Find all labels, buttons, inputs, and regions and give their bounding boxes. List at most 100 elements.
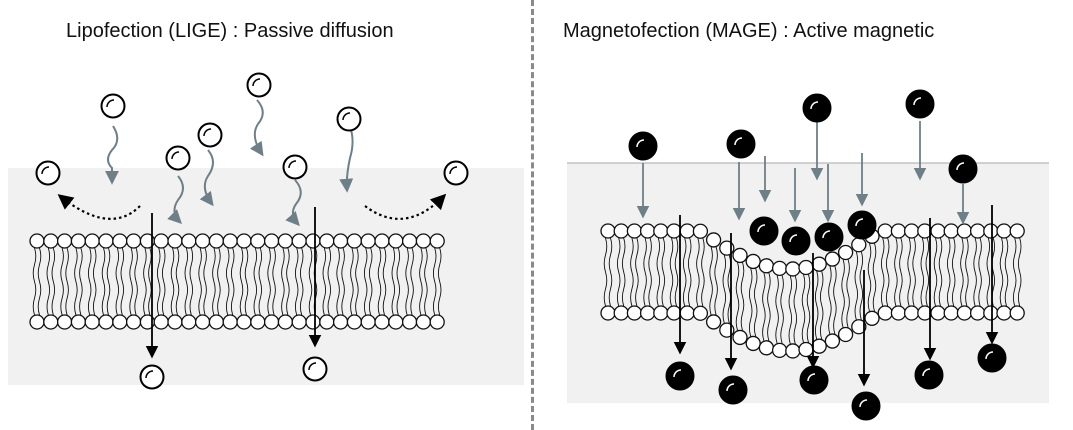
particle-highlight xyxy=(308,362,317,371)
magnetic-particle-icon xyxy=(905,89,935,119)
lipid-head xyxy=(679,305,695,321)
diffusion-arrow xyxy=(249,99,264,157)
magnetic-particle-icon xyxy=(718,375,748,405)
particle-body xyxy=(802,93,832,123)
lipid-head xyxy=(903,223,920,239)
lipid-head xyxy=(98,233,114,249)
lipid-tail xyxy=(60,247,64,316)
lipid-tail xyxy=(894,237,898,307)
lipid-tail xyxy=(253,247,258,316)
lipid-tail xyxy=(244,247,249,316)
lipid-tail xyxy=(912,237,916,307)
lipid-head xyxy=(263,314,280,330)
particle-body xyxy=(905,89,935,119)
particle-body xyxy=(718,375,748,405)
lipid-tail xyxy=(621,237,626,307)
particle-body xyxy=(100,93,126,119)
lipid-particle-icon xyxy=(336,106,362,132)
lipid-head xyxy=(112,314,128,330)
lipid-tail xyxy=(129,247,133,316)
lipid-particle-icon xyxy=(139,364,165,390)
lipid-head xyxy=(864,310,880,326)
lipid-head xyxy=(692,305,709,321)
lipid-head xyxy=(43,233,59,249)
lipid-head xyxy=(263,233,280,249)
particle-body xyxy=(948,154,978,184)
lipid-tail xyxy=(986,237,991,307)
lipid-tail xyxy=(841,259,845,328)
particle-body xyxy=(914,360,944,390)
lipid-head xyxy=(332,314,349,330)
particle-highlight xyxy=(41,166,50,175)
lipid-particle-icon xyxy=(443,160,469,186)
lipid-head xyxy=(84,314,100,330)
lipid-tail xyxy=(885,237,890,307)
lipid-tail xyxy=(814,271,819,340)
lipid-head xyxy=(70,314,87,330)
magnetic-particle-icon xyxy=(847,210,877,240)
lipid-tail xyxy=(656,237,661,307)
lipid-head xyxy=(153,233,169,249)
lipid-head xyxy=(401,233,418,249)
lipid-tail xyxy=(661,237,666,307)
lipid-head xyxy=(639,305,656,321)
lipid-tail xyxy=(377,247,382,316)
lipid-tail xyxy=(405,247,409,316)
magnetic-particle-icon xyxy=(799,365,829,395)
lipid-tail xyxy=(753,268,758,337)
lipid-tail xyxy=(161,247,166,316)
particle-body xyxy=(282,154,308,180)
particle-body xyxy=(781,226,811,256)
lipid-tail xyxy=(833,265,837,335)
lipid-head xyxy=(903,305,920,321)
lipid-tail xyxy=(101,247,106,316)
lipid-tail xyxy=(1017,237,1022,307)
lipid-tail xyxy=(184,247,189,316)
lipid-tail xyxy=(350,247,354,316)
lipid-tail xyxy=(217,247,221,316)
lipid-head xyxy=(785,343,801,359)
particle-body xyxy=(814,222,844,252)
lipid-tail xyxy=(965,237,969,307)
escape-arrow xyxy=(364,193,447,220)
lipid-tail xyxy=(281,247,285,316)
lipid-tail xyxy=(748,268,753,337)
lipid-head xyxy=(666,305,682,321)
lipid-head xyxy=(785,261,801,277)
diffusion-arrow xyxy=(199,149,214,207)
particle-body xyxy=(749,216,779,246)
lipid-head xyxy=(429,314,445,330)
lipid-particle-icon xyxy=(302,356,328,382)
lipid-tail xyxy=(120,247,125,316)
lipid-tail xyxy=(51,247,56,316)
lipid-tail xyxy=(806,274,811,343)
lipid-head xyxy=(305,314,321,330)
magnetic-particle-icon xyxy=(749,216,779,246)
lipid-tail xyxy=(740,262,745,331)
magnetic-particle-icon xyxy=(802,93,832,123)
lipid-tail xyxy=(258,247,263,316)
lipid-tail xyxy=(212,247,216,316)
lipid-head xyxy=(758,258,775,274)
lipid-tail xyxy=(846,259,850,328)
lipid-tail xyxy=(87,247,92,316)
magnetic-particle-icon xyxy=(948,154,978,184)
lipid-head xyxy=(613,305,629,321)
lipid-head xyxy=(996,305,1012,321)
lipid-head xyxy=(181,233,197,249)
lipid-head xyxy=(291,314,307,330)
lipid-head xyxy=(181,314,197,330)
lipid-head xyxy=(415,314,432,330)
lipid-particle-icon xyxy=(35,160,61,186)
lipid-tail xyxy=(267,247,271,316)
lipid-tail xyxy=(643,237,647,307)
lipid-tail xyxy=(336,247,340,316)
left-membrane-band xyxy=(8,168,524,385)
lipid-tail xyxy=(946,237,951,307)
particle-highlight xyxy=(288,160,297,169)
lipid-tail xyxy=(134,247,138,316)
lipid-tail xyxy=(272,247,276,316)
lipid-tail xyxy=(608,237,613,307)
lipid-tail xyxy=(175,247,180,316)
